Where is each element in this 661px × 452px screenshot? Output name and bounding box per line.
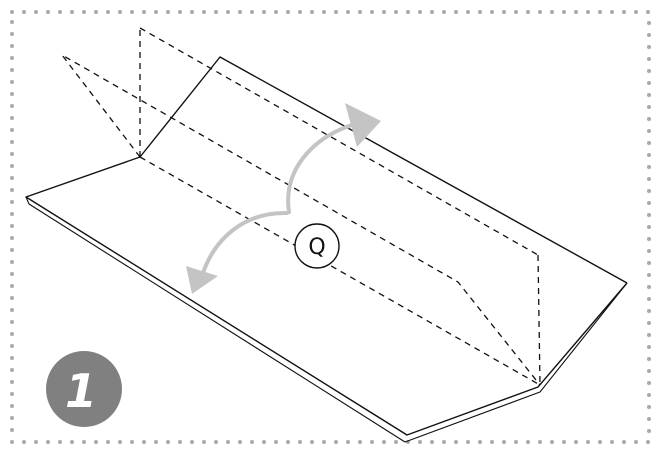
fold-marker: Q [294,223,340,269]
fold-dashed-lines [61,27,541,386]
circle-label-icon [294,223,340,269]
fold-arrows [201,122,357,275]
step-badge: 1 [46,351,122,427]
arrow-down-head [186,266,218,294]
curved-arrow-up-right-icon [286,122,357,214]
step-badge-circle [46,351,122,427]
step-number: 1 [65,364,97,418]
dotted-border [10,10,651,444]
paper-base-panel [25,156,628,443]
arrow-up-head [345,103,381,147]
fold-marker-label: Q [308,235,325,260]
curved-arrow-down-left-icon [201,210,289,275]
paper-raised-flap [139,56,628,284]
